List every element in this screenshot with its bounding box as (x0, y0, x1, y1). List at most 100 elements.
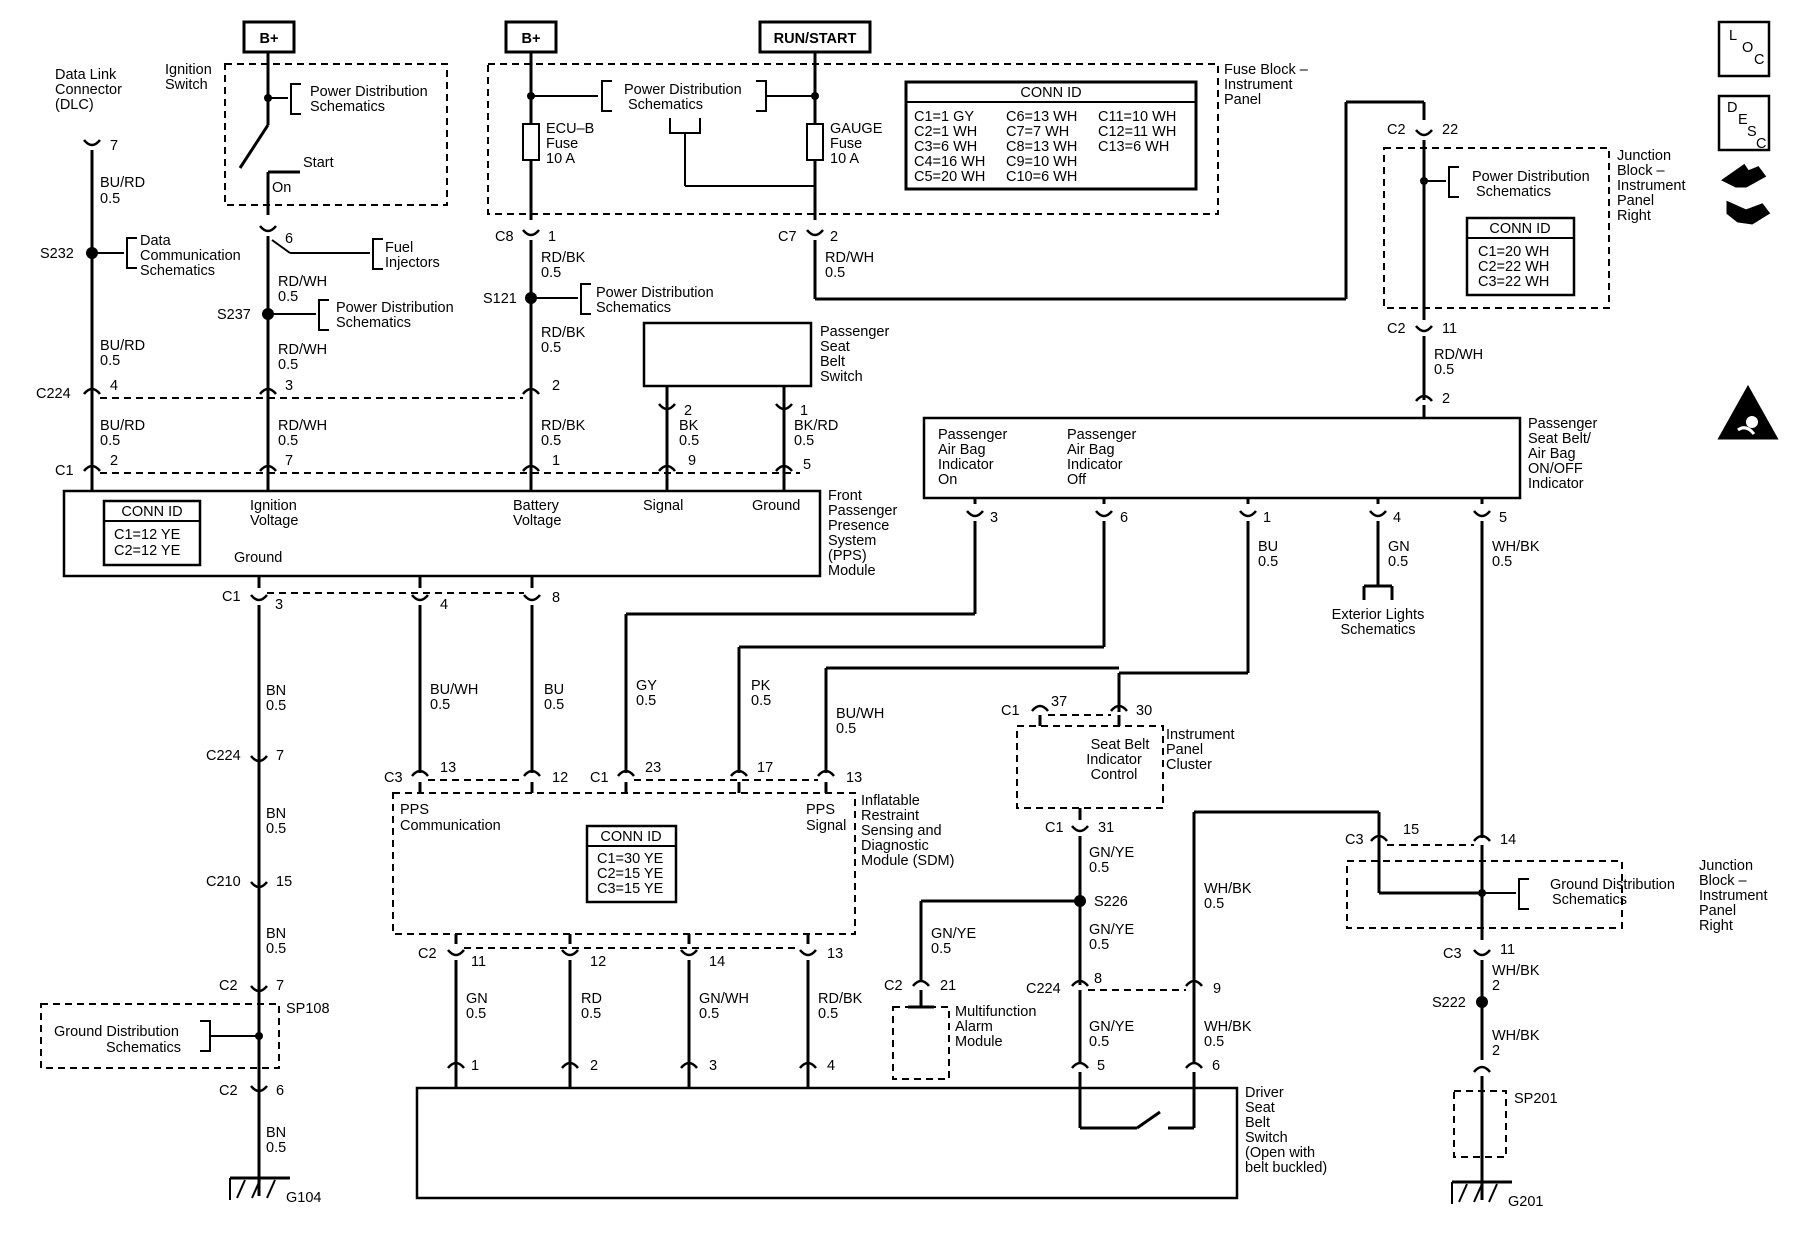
svg-text:0.5: 0.5 (1089, 860, 1109, 876)
svg-text:Panel: Panel (1224, 92, 1261, 108)
svg-text:3: 3 (990, 510, 998, 526)
svg-text:17: 17 (757, 760, 773, 776)
svg-text:1: 1 (1263, 510, 1271, 526)
svg-text:C224: C224 (1026, 981, 1061, 997)
svg-text:System: System (828, 533, 876, 549)
svg-text:G104: G104 (286, 1190, 321, 1206)
tag-b-plus-1: B+ (242, 20, 296, 54)
svg-text:C1: C1 (222, 589, 241, 605)
svg-text:BN: BN (266, 926, 286, 942)
svg-text:Seat: Seat (820, 339, 850, 355)
passenger-seat-belt-airbag-indicator: Passenger Air Bag Indicator On Passenger… (624, 405, 1597, 838)
svg-text:0.5: 0.5 (1089, 1034, 1109, 1050)
airbag-warning-icon[interactable] (1717, 384, 1779, 440)
svg-text:C4=16 WH: C4=16 WH (914, 154, 985, 170)
svg-text:C224: C224 (36, 386, 71, 402)
svg-text:Instrument: Instrument (1224, 77, 1293, 93)
svg-text:Ground Distribution: Ground Distribution (54, 1024, 179, 1040)
svg-text:2: 2 (830, 229, 838, 245)
svg-text:Restraint: Restraint (861, 808, 919, 824)
svg-text:GN: GN (466, 991, 488, 1007)
svg-text:Seat: Seat (1245, 1100, 1275, 1116)
svg-text:C10=6 WH: C10=6 WH (1006, 169, 1077, 185)
svg-text:0.5: 0.5 (266, 941, 286, 957)
svg-text:22: 22 (1442, 122, 1458, 138)
svg-text:B+: B+ (522, 31, 541, 47)
svg-text:CONN ID: CONN ID (1489, 221, 1550, 237)
ground-g104-circuit: BN 0.5 C224 7 BN 0.5 C210 15 BN 0.5 C2 7… (40, 605, 330, 1206)
desc-icon[interactable]: D E S C (1717, 94, 1771, 152)
svg-text:Signal: Signal (643, 498, 683, 514)
ignition-switch-circuit: Ignition Switch Power Distribution Schem… (165, 52, 454, 475)
svg-text:WH/BK: WH/BK (1204, 1019, 1252, 1035)
svg-text:Passenger: Passenger (828, 503, 897, 519)
svg-text:0.5: 0.5 (266, 1140, 286, 1156)
svg-text:12: 12 (590, 954, 606, 970)
driver-seat-belt-switch: 1 2 3 4 5 6 Driver Seat Belt Switch (Ope… (415, 1058, 1327, 1200)
svg-text:BU: BU (544, 682, 564, 698)
svg-text:Ignition: Ignition (250, 498, 297, 514)
svg-text:Junction: Junction (1699, 858, 1753, 874)
svg-text:0.5: 0.5 (1388, 554, 1408, 570)
svg-text:Schematics: Schematics (1552, 892, 1627, 908)
svg-text:BN: BN (266, 806, 286, 822)
svg-text:Instrument: Instrument (1166, 727, 1235, 743)
svg-text:C210: C210 (206, 874, 241, 890)
svg-text:1: 1 (552, 453, 560, 469)
svg-text:8: 8 (552, 590, 560, 606)
svg-text:0.5: 0.5 (100, 191, 120, 207)
svg-text:On: On (272, 180, 291, 196)
junction-block-ip-right-top: C2 22 Power Distribution Schematics CONN… (1383, 122, 1686, 407)
svg-text:0.5: 0.5 (581, 1006, 601, 1022)
svg-text:BU/RD: BU/RD (100, 175, 145, 191)
svg-text:BK/RD: BK/RD (794, 418, 838, 434)
svg-text:Multifunction: Multifunction (955, 1004, 1036, 1020)
svg-text:C3: C3 (1443, 946, 1462, 962)
svg-text:Switch: Switch (1245, 1130, 1288, 1146)
svg-text:RD/BK: RD/BK (818, 991, 863, 1007)
svg-text:Indicator: Indicator (1067, 457, 1123, 473)
svg-text:0.5: 0.5 (699, 1006, 719, 1022)
svg-text:0.5: 0.5 (836, 721, 856, 737)
svg-text:0.5: 0.5 (430, 697, 450, 713)
svg-text:GAUGE: GAUGE (830, 121, 883, 137)
svg-text:0.5: 0.5 (1204, 896, 1224, 912)
svg-text:C7: C7 (778, 229, 797, 245)
svg-text:RD: RD (581, 991, 602, 1007)
svg-text:belt buckled): belt buckled) (1245, 1160, 1327, 1176)
svg-text:Schematics: Schematics (628, 97, 703, 113)
svg-text:0.5: 0.5 (1492, 554, 1512, 570)
svg-text:B+: B+ (260, 31, 279, 47)
svg-text:Control: Control (1091, 767, 1138, 783)
svg-text:0.5: 0.5 (278, 433, 298, 449)
svg-text:C3: C3 (1345, 832, 1364, 848)
svg-text:C2=22 WH: C2=22 WH (1478, 259, 1549, 275)
loc-icon[interactable]: L O C (1717, 20, 1771, 78)
svg-text:1: 1 (471, 1058, 479, 1074)
svg-text:5: 5 (1499, 510, 1507, 526)
svg-text:PPS: PPS (400, 802, 429, 818)
svg-text:RD/BK: RD/BK (541, 325, 586, 341)
svg-text:Communication: Communication (400, 818, 501, 834)
svg-text:11: 11 (1442, 321, 1457, 337)
svg-text:0.5: 0.5 (100, 353, 120, 369)
svg-text:23: 23 (645, 760, 661, 776)
svg-text:GN: GN (1388, 539, 1410, 555)
svg-text:C1=30 YE: C1=30 YE (597, 851, 664, 867)
svg-text:C7=7 WH: C7=7 WH (1006, 124, 1069, 140)
svg-text:0.5: 0.5 (636, 693, 656, 709)
svg-text:4: 4 (827, 1058, 835, 1074)
svg-text:WH/BK: WH/BK (1492, 539, 1540, 555)
svg-text:C3=6 WH: C3=6 WH (914, 139, 977, 155)
svg-text:Diagnostic: Diagnostic (861, 838, 929, 854)
svg-text:Indicator: Indicator (938, 457, 994, 473)
svg-text:30: 30 (1136, 703, 1152, 719)
svg-text:Communication: Communication (140, 248, 241, 264)
svg-text:C1: C1 (590, 770, 609, 786)
svg-text:Module (SDM): Module (SDM) (861, 853, 954, 869)
svg-text:15: 15 (276, 874, 292, 890)
svg-text:2: 2 (552, 378, 560, 394)
svg-text:0.5: 0.5 (794, 433, 814, 449)
connector-hand-icon[interactable] (1721, 163, 1771, 225)
